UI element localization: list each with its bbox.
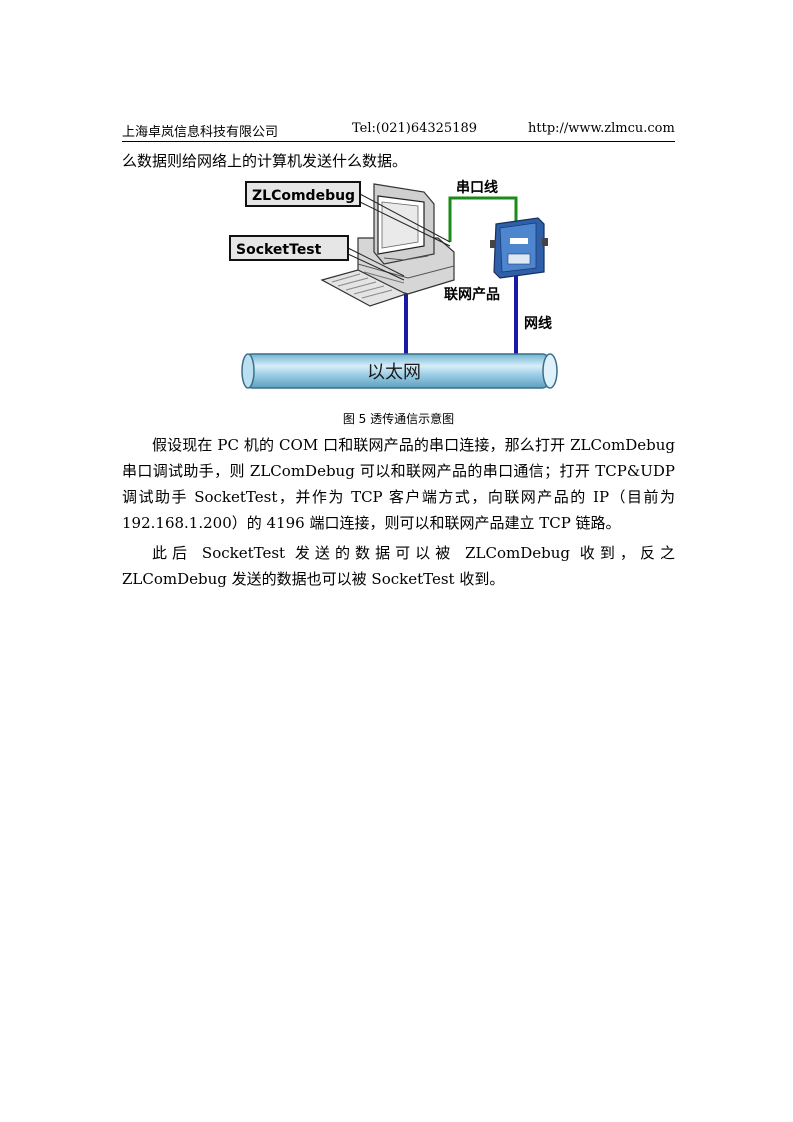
ethernet-label: 以太网 xyxy=(367,362,421,383)
serial-cable-label: 串口线 xyxy=(456,179,498,196)
header-company: 上海卓岚信息科技有限公司 xyxy=(122,125,279,140)
network-product-icon xyxy=(490,217,548,279)
header-url: http://www.zlmcu.com xyxy=(528,121,675,136)
ethernet-pipe: 以太网 xyxy=(241,353,558,389)
paragraph-1: 假设现在 PC 机的 COM 口和联网产品的串口连接，那么打开 ZLComDeb… xyxy=(122,436,675,532)
paragraph-2: 此后 SocketTest 发送的数据可以被 ZLComDebug 收到，反之 … xyxy=(122,544,675,588)
figure-caption: 图 5 透传通信示意图 xyxy=(342,412,455,426)
intro-line: 么数据则给网络上的计算机发送什么数据。 xyxy=(122,152,408,170)
keyboard-icon xyxy=(320,269,408,307)
transparent-comm-diagram: 以太网 ZLComdebug SocketTest xyxy=(229,179,558,389)
zlcomdebug-label-box: ZLComdebug xyxy=(245,181,361,207)
network-cable-label: 网线 xyxy=(524,315,552,332)
page-header: 上海卓岚信息科技有限公司 Tel:(021)64325189 http://ww… xyxy=(122,121,675,142)
network-product-label: 联网产品 xyxy=(444,286,500,303)
sockettest-label-box: SocketTest xyxy=(229,235,349,261)
zlcomdebug-label: ZLComdebug xyxy=(252,188,355,204)
serial-cable-line xyxy=(448,196,518,242)
sockettest-label: SocketTest xyxy=(236,242,322,258)
header-tel: Tel:(021)64325189 xyxy=(352,121,478,136)
